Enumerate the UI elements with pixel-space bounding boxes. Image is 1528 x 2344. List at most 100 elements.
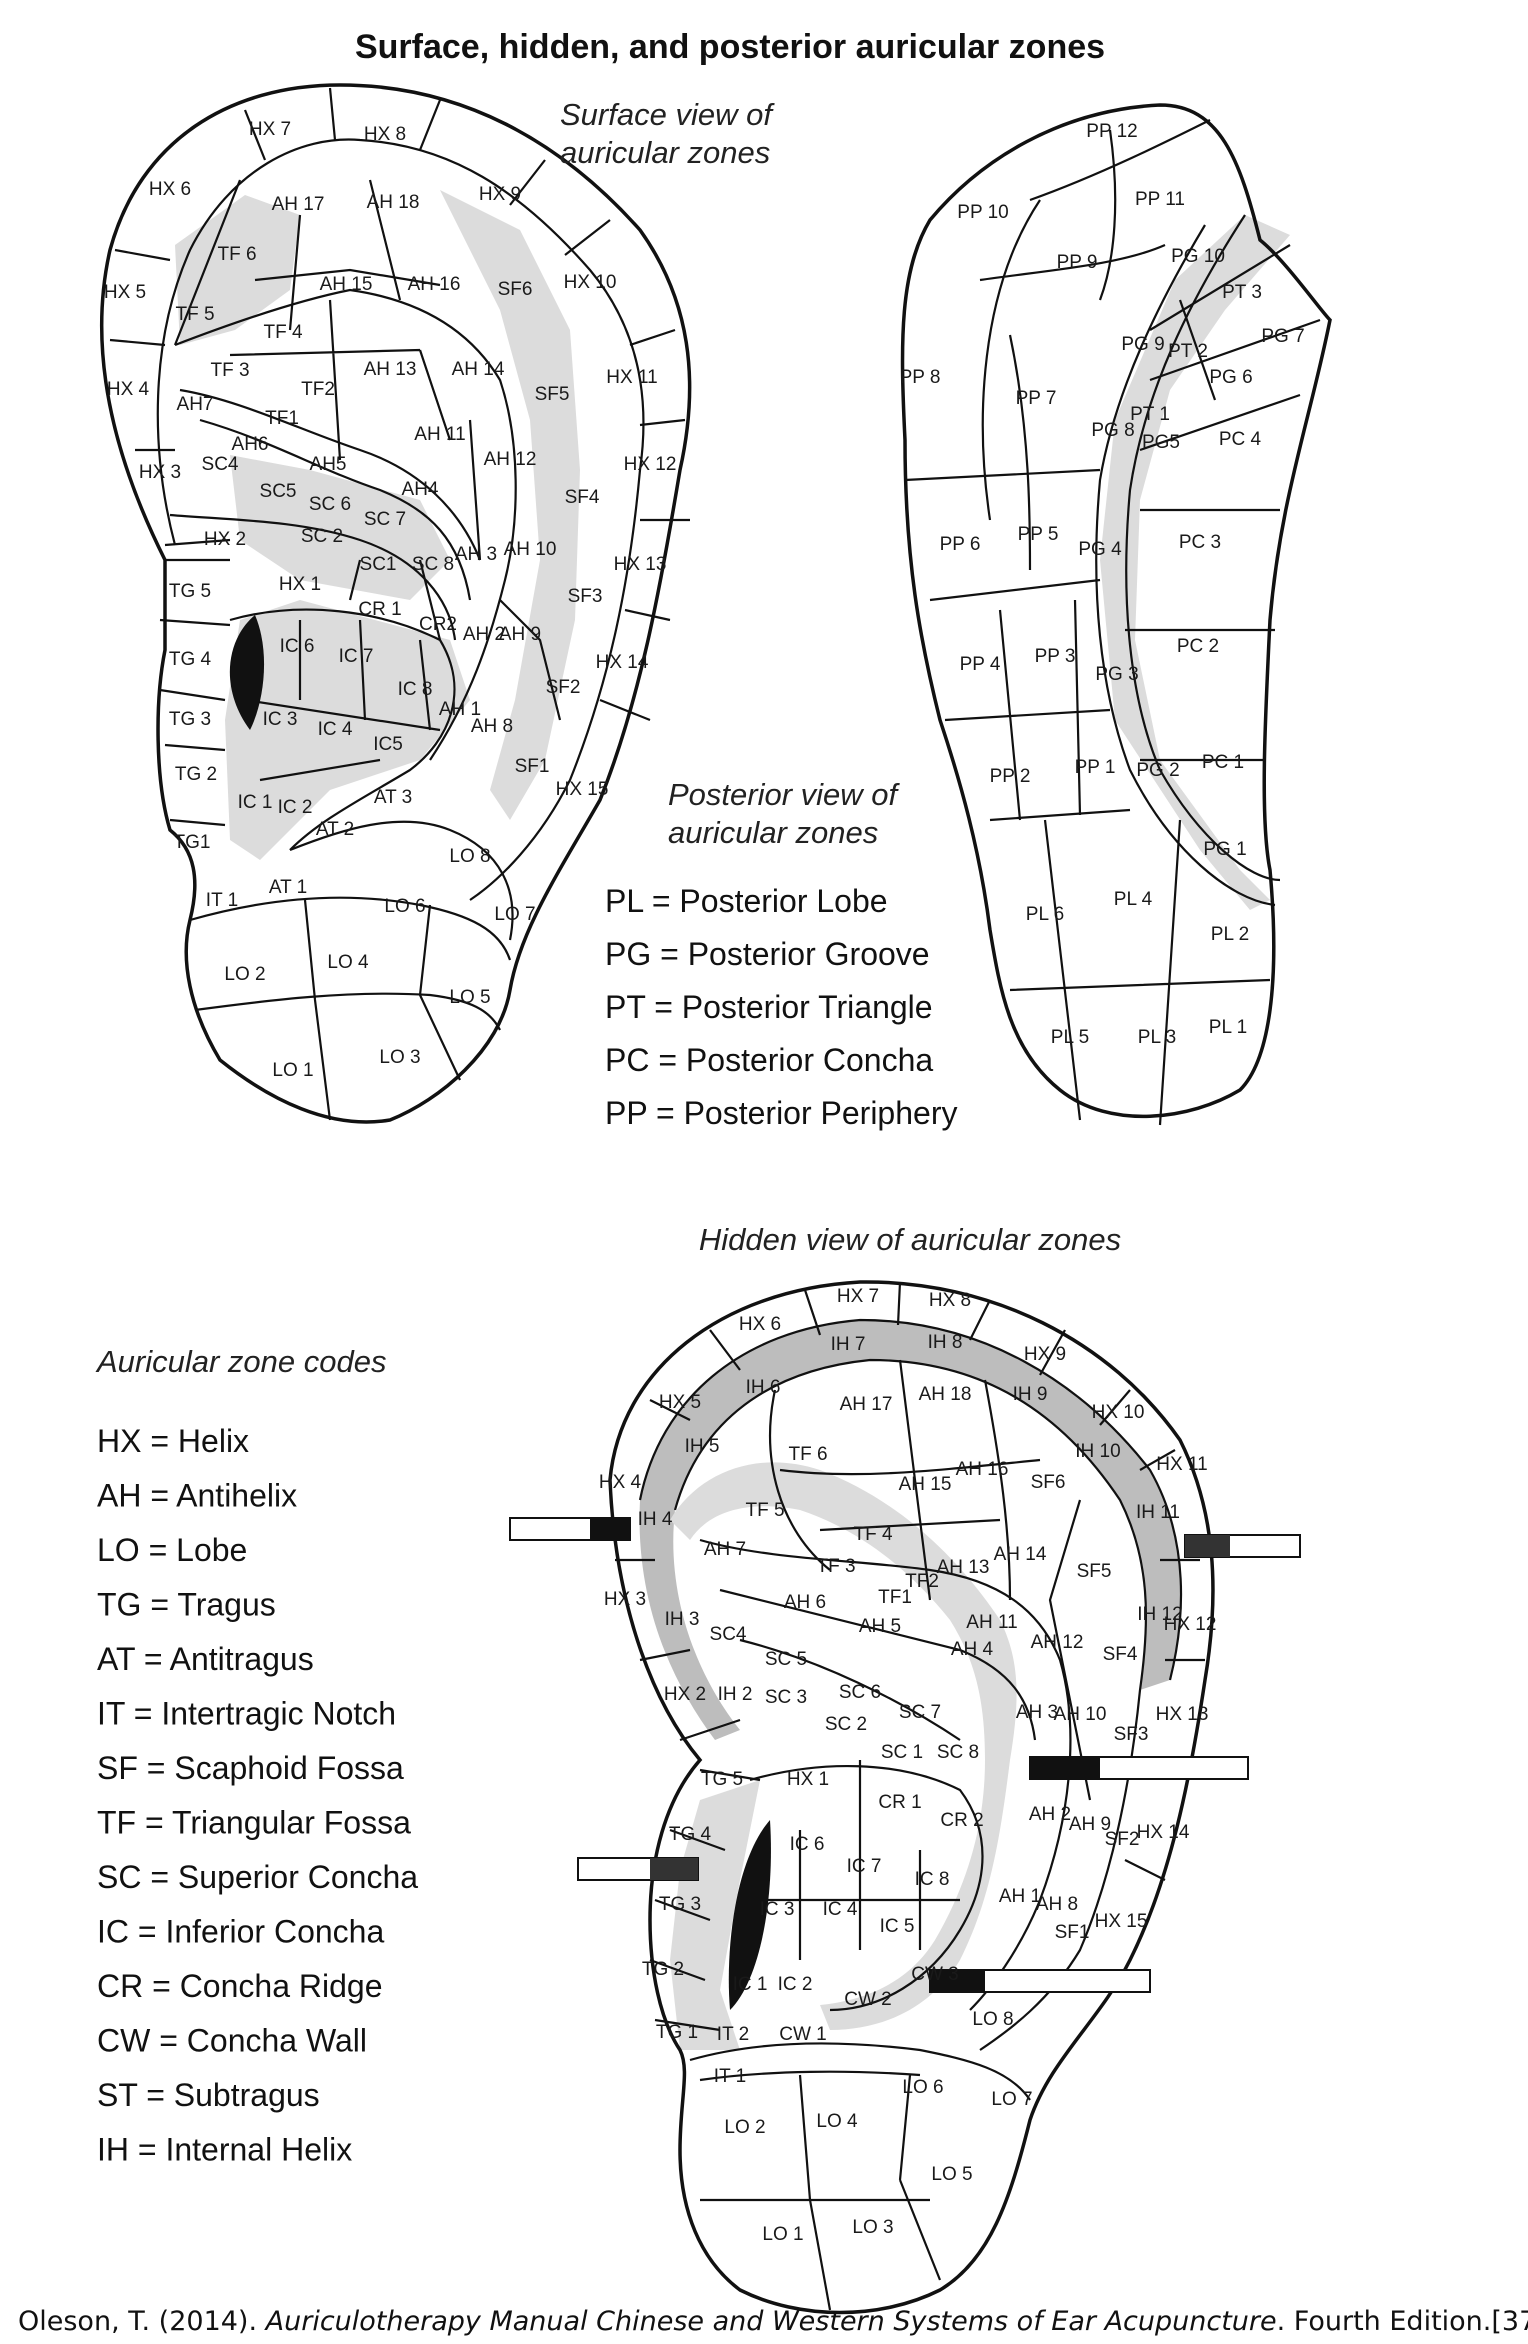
hidden-zone-label: AH 9 xyxy=(1069,1814,1111,1835)
surface-zone-label: AH 3 xyxy=(455,544,497,565)
hidden-zone-label: AH 15 xyxy=(899,1474,952,1495)
hidden-zone-label: TG 4 xyxy=(669,1824,712,1845)
surface-zone-label: TF1 xyxy=(265,408,299,429)
surface-shade-sc xyxy=(230,455,450,600)
citation-suffix: . Fourth Edition.[37] xyxy=(1277,2306,1528,2337)
surface-zone-label: AH 15 xyxy=(320,274,373,295)
hidden-zone-label: CR 2 xyxy=(940,1810,983,1831)
hidden-zone-label: HX 3 xyxy=(604,1589,646,1610)
hidden-zone-label: HX 2 xyxy=(664,1684,706,1705)
surface-zone-label: HX 10 xyxy=(564,272,617,293)
posterior-zone-label: PP 9 xyxy=(1057,252,1098,273)
surface-zone-label: IT 1 xyxy=(206,890,238,911)
surface-zone-label: HX 5 xyxy=(104,282,146,303)
surface-zone-label: AH 17 xyxy=(272,194,325,215)
posterior-zone-label: PG 10 xyxy=(1171,246,1225,267)
hidden-zone-label: IH 11 xyxy=(1136,1502,1180,1523)
hidden-zone-label: HX 7 xyxy=(837,1286,879,1307)
posterior-legend-pc: PC = Posterior Concha xyxy=(605,1042,933,1078)
surface-zone-label: LO 4 xyxy=(327,952,369,973)
hidden-zone-label: TF 6 xyxy=(788,1444,827,1465)
hidden-zone-label: IC 3 xyxy=(760,1899,795,1920)
surface-zone-label: LO 2 xyxy=(224,964,265,985)
surface-zone-label: LO 6 xyxy=(384,896,425,917)
hidden-zone-label: TF2 xyxy=(905,1571,939,1592)
hidden-zone-label: IH 4 xyxy=(638,1509,673,1530)
surface-ear-outline xyxy=(99,83,692,1124)
surface-zone-label: AH 13 xyxy=(364,359,417,380)
surface-zone-label: SF6 xyxy=(498,279,533,300)
posterior-legend-pt: PT = Posterior Triangle xyxy=(605,989,933,1025)
posterior-zone-label: PL 2 xyxy=(1211,924,1249,945)
zone-code-entry: AT = Antitragus xyxy=(97,1641,314,1677)
zone-code-entry: CW = Concha Wall xyxy=(97,2023,367,2059)
surface-zone-label: AH 10 xyxy=(504,539,557,560)
hidden-zone-label: TF1 xyxy=(878,1587,912,1608)
surface-zone-label: LO 1 xyxy=(272,1060,313,1081)
hidden-zone-label: TF 3 xyxy=(816,1556,855,1577)
hidden-view-ear xyxy=(509,1280,1301,2315)
hidden-zone-label: AH 1 xyxy=(999,1886,1041,1907)
hidden-zone-label: CW 1 xyxy=(779,2024,827,2045)
citation: Oleson, T. (2014). Auriculotherapy Manua… xyxy=(18,2306,1528,2337)
posterior-zone-label: PT 3 xyxy=(1222,282,1262,303)
figure-title: Surface, hidden, and posterior auricular… xyxy=(355,28,1105,66)
hidden-shade-internal-helix xyxy=(639,1320,1182,1740)
surface-zone-label: AT 2 xyxy=(316,819,354,840)
hidden-zone-label: IH 3 xyxy=(665,1609,700,1630)
hidden-zone-label: LO 1 xyxy=(762,2224,803,2245)
surface-zone-label: IC 2 xyxy=(278,797,313,818)
surface-zone-label: CR2 xyxy=(419,614,457,635)
zone-code-entry: HX = Helix xyxy=(97,1423,249,1459)
posterior-zone-label: PL 1 xyxy=(1209,1017,1247,1038)
surface-zone-label: HX 14 xyxy=(596,652,649,673)
surface-zone-label: SF5 xyxy=(535,384,570,405)
surface-zone-label: HX 6 xyxy=(149,179,191,200)
hidden-zone-label: LO 4 xyxy=(816,2111,858,2132)
surface-zone-label: HX 3 xyxy=(139,462,181,483)
posterior-zone-label: PL 6 xyxy=(1026,904,1064,925)
hidden-shade-subtragus xyxy=(670,1780,760,2050)
surface-zone-label: AT 1 xyxy=(269,877,307,898)
surface-zone-label: HX 13 xyxy=(614,554,667,575)
surface-zone-label: AH4 xyxy=(402,479,439,500)
hidden-zone-label: AH 11 xyxy=(966,1612,1017,1633)
hidden-shade-concha-wall xyxy=(670,1462,1017,2030)
posterior-view-ear xyxy=(900,103,1332,1126)
surface-zone-label: SC5 xyxy=(260,481,297,502)
hidden-zone-label: LO 3 xyxy=(852,2217,893,2238)
surface-shade-antihelix xyxy=(175,195,300,345)
hidden-zone-label: AH 16 xyxy=(956,1459,1009,1480)
hidden-zone-label: AH 5 xyxy=(859,1616,901,1637)
zone-code-entry: IH = Internal Helix xyxy=(97,2132,352,2168)
posterior-ear-outline xyxy=(900,103,1332,1119)
posterior-zone-label: PG5 xyxy=(1142,432,1180,453)
zone-code-entry: ST = Subtragus xyxy=(97,2077,320,2113)
posterior-zone-label: PG 2 xyxy=(1136,760,1179,781)
zone-code-entry: SF = Scaphoid Fossa xyxy=(97,1750,404,1786)
surface-zone-label: TF2 xyxy=(301,379,335,400)
surface-zone-label: SF2 xyxy=(546,677,581,698)
surface-zone-label: AH5 xyxy=(310,454,347,475)
surface-zone-label: SF3 xyxy=(568,586,603,607)
surface-zone-label: TF 6 xyxy=(217,244,256,265)
hidden-zone-label: IC 7 xyxy=(847,1856,882,1877)
hidden-zone-label: SC 5 xyxy=(765,1649,807,1670)
surface-zone-label: IC 4 xyxy=(318,719,353,740)
surface-shade-concha xyxy=(225,600,470,860)
hidden-zone-label: IC 1 xyxy=(733,1974,768,1995)
hidden-zone-label: HX 12 xyxy=(1164,1614,1217,1635)
hidden-zone-label: HX 6 xyxy=(739,1314,781,1335)
surface-zone-label: HX 2 xyxy=(204,529,246,550)
surface-zone-label: TG 3 xyxy=(169,709,211,730)
hidden-zone-label: SC4 xyxy=(710,1624,747,1645)
posterior-legend-pg: PG = Posterior Groove xyxy=(605,936,930,972)
surface-zone-label: LO 8 xyxy=(449,846,490,867)
surface-zone-label: LO 3 xyxy=(379,1047,420,1068)
zone-code-entry: TG = Tragus xyxy=(97,1587,276,1623)
posterior-zone-label: PP 6 xyxy=(940,534,981,555)
hidden-zone-label: HX 13 xyxy=(1156,1704,1209,1725)
